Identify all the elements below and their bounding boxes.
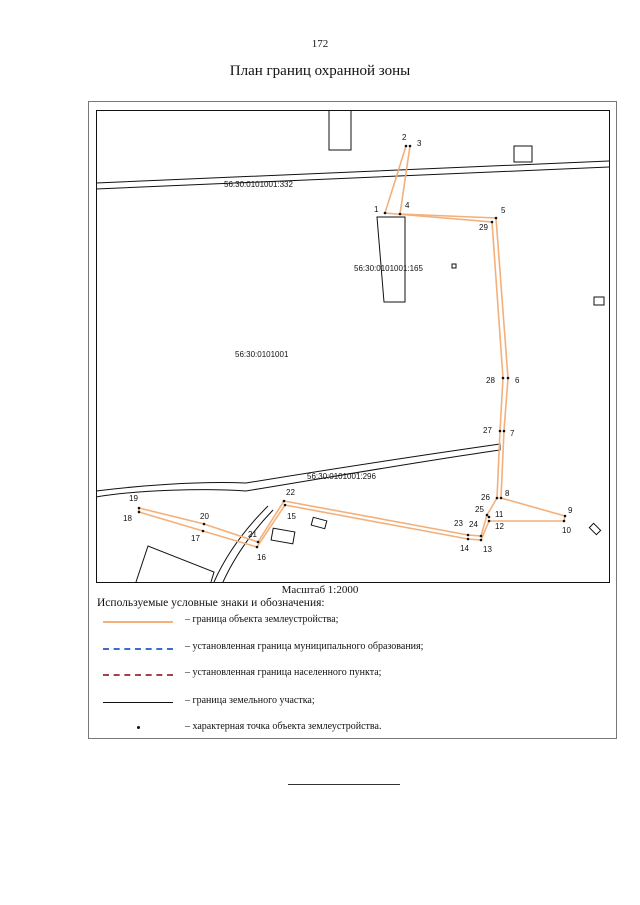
building-bottom-2 [310, 516, 328, 530]
page-title: План границ охранной зоны [229, 63, 411, 79]
building-right-small [593, 296, 605, 306]
road-bottom-parcel [96, 443, 501, 498]
boundary-point-23 [466, 533, 470, 537]
legend-title: Используемые условные знаки и обозначени… [97, 597, 325, 609]
boundary-point-label-23: 23 [454, 519, 463, 528]
boundary-point-label-11: 11 [495, 510, 504, 519]
boundary-point-28 [501, 376, 505, 380]
boundary-point-12 [487, 519, 491, 523]
parcel-165 [376, 216, 406, 303]
legend-item-parcel-boundary: – граница земельного участка; [103, 693, 603, 713]
boundary-point-24 [479, 534, 483, 538]
boundary-point-label-25: 25 [475, 505, 484, 514]
boundary-point-label-5: 5 [501, 206, 506, 215]
boundary-point-label-19: 19 [129, 494, 138, 503]
boundary-point-11 [487, 515, 491, 519]
boundary-point-label-17: 17 [191, 534, 200, 543]
boundary-point-17 [201, 529, 205, 533]
boundary-point-label-24: 24 [469, 520, 478, 529]
road-bottom-branch [213, 505, 274, 583]
boundary-point-label-14: 14 [460, 544, 469, 553]
boundary-point-18 [137, 510, 141, 514]
boundary-point-15 [283, 503, 287, 507]
building-tiny [451, 263, 457, 269]
boundary-point-20 [202, 522, 206, 526]
label-quarter: 56:30:0101001 [235, 350, 289, 359]
boundary-point-5 [494, 216, 498, 220]
boundary-point-4 [398, 212, 402, 216]
boundary-point-label-7: 7 [510, 429, 515, 438]
boundary-point-label-27: 27 [483, 426, 492, 435]
legend-swatch-object [103, 621, 173, 623]
boundary-point-7 [502, 429, 506, 433]
legend-item-characteristic-point: – характерная точка объекта землеустройс… [103, 719, 603, 739]
boundary-point-label-6: 6 [515, 376, 520, 385]
road-top-parcel [96, 160, 610, 190]
boundary-point-label-1: 1 [374, 205, 379, 214]
legend-item-object-boundary: – граница объекта землеустройства; [103, 612, 603, 632]
boundary-point-label-22: 22 [286, 488, 295, 497]
legend-swatch-parcel [103, 702, 173, 703]
boundary-point-label-28: 28 [486, 376, 495, 385]
boundary-point-14 [466, 537, 470, 541]
boundary-point-16 [255, 545, 259, 549]
label-road-bottom: 56:30:0101001:296 [307, 472, 377, 481]
legend-item-municipal-boundary: – установленная граница муниципального о… [103, 639, 603, 659]
legend-text: – характерная точка объекта землеустройс… [185, 721, 382, 732]
boundary-point-29 [490, 220, 494, 224]
boundary-point-label-20: 20 [200, 512, 209, 521]
building-bottom-right [588, 522, 602, 536]
boundary-point-8 [499, 496, 503, 500]
legend-swatch-settlement [103, 674, 173, 676]
boundary-point-label-15: 15 [287, 512, 296, 521]
label-road-top: 56:30:0101001:332 [224, 180, 294, 189]
boundary-point-6 [506, 376, 510, 380]
boundary-point-9 [563, 514, 567, 518]
boundary-point-label-18: 18 [123, 514, 132, 523]
boundary-point-label-21: 21 [248, 530, 257, 539]
label-parcel-center: 56:30:0101001:165 [354, 264, 424, 273]
boundary-point-label-9: 9 [568, 506, 573, 515]
page-number: 172 [311, 38, 329, 50]
boundary-point-label-10: 10 [562, 526, 571, 535]
legend-swatch-municipal [103, 648, 173, 650]
boundary-point-21 [256, 540, 260, 544]
legend-text: – граница земельного участка; [185, 695, 315, 706]
boundary-point-label-13: 13 [483, 545, 492, 554]
boundary-point-25 [485, 513, 489, 517]
boundary-point-label-29: 29 [479, 223, 488, 232]
boundary-point-label-12: 12 [495, 522, 504, 531]
boundary-point-label-8: 8 [505, 489, 510, 498]
boundary-point-1 [383, 211, 387, 215]
boundary-point-26 [495, 496, 499, 500]
legend-text: – установленная граница населенного пунк… [185, 667, 382, 678]
boundary-point-22 [282, 499, 286, 503]
legend-swatch-point [137, 726, 140, 729]
legend-text: – установленная граница муниципального о… [185, 641, 424, 652]
boundary-point-3 [408, 144, 412, 148]
building-bottom-1 [270, 527, 296, 545]
building-top [328, 110, 352, 151]
boundary-point-label-4: 4 [405, 201, 410, 210]
map-scale: Масштаб 1:2000 [281, 584, 359, 596]
boundary-point-19 [137, 506, 141, 510]
boundary-point-label-26: 26 [481, 493, 490, 502]
building-right-top [513, 145, 533, 163]
boundary-point-label-16: 16 [257, 553, 266, 562]
map-border [96, 110, 610, 583]
signature-line [288, 784, 400, 785]
boundary-point-13 [479, 538, 483, 542]
building-bottom-left [135, 545, 215, 583]
boundary-point-2 [404, 144, 408, 148]
legend-text: – граница объекта землеустройства; [185, 614, 339, 625]
boundary-point-label-3: 3 [417, 139, 422, 148]
legend-item-settlement-boundary: – установленная граница населенного пунк… [103, 665, 603, 685]
boundary-point-10 [562, 519, 566, 523]
boundary-point-label-2: 2 [402, 133, 407, 142]
boundary-point-27 [498, 429, 502, 433]
map-frame [88, 101, 617, 739]
